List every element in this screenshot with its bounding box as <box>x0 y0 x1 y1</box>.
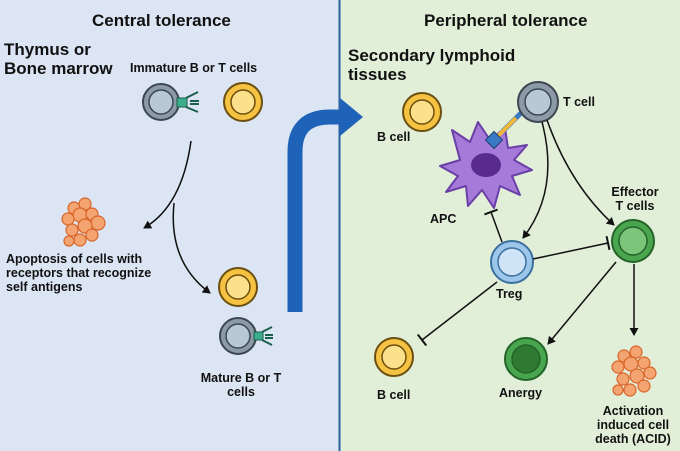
acid-line3: death (ACID) <box>595 432 671 446</box>
arrow-effector-to-anergy <box>547 261 617 345</box>
treg-label: Treg <box>496 287 523 301</box>
arrow-tcell-to-effector <box>546 119 615 226</box>
peripheral-b-cell-top <box>402 92 442 132</box>
acid-line1: Activation <box>602 404 664 418</box>
immature-t-cell <box>142 83 199 121</box>
tissue-line1: Secondary lymphoid <box>348 46 516 65</box>
inhibit-treg-bcell <box>416 281 498 347</box>
central-site-line1: Thymus or <box>4 40 91 59</box>
effector-line2: T cells <box>615 199 655 213</box>
tissue-line2: tissues <box>348 65 407 84</box>
central-panel <box>0 0 339 451</box>
mature-b-cell <box>218 267 258 307</box>
apoptosis-line2: receptors that recognize <box>6 266 152 280</box>
tcr-receptor <box>176 91 199 113</box>
anergic-cell <box>504 337 548 381</box>
b-cell-top-label: B cell <box>377 130 411 144</box>
immature-b-cell <box>223 82 263 122</box>
inhibit-treg-effector <box>532 235 611 260</box>
arrow-tcell-to-treg <box>522 121 549 239</box>
acid-label: Activation induced cell death (ACID) <box>590 404 676 446</box>
tissue-label: Secondary lymphoid tissues <box>348 46 515 84</box>
apoptosis-label: Apoptosis of cells with receptors that r… <box>6 252 151 294</box>
central-site-line2: Bone marrow <box>4 59 113 78</box>
apc-label: APC <box>430 212 457 226</box>
t-cell-label: T cell <box>563 95 595 109</box>
mature-label: Mature B or T cells <box>196 371 286 399</box>
central-site-label: Thymus or Bone marrow <box>4 40 113 78</box>
peripheral-title: Peripheral tolerance <box>424 11 588 30</box>
effector-label: Effector T cells <box>603 185 667 213</box>
apoptosis-line3: self antigens <box>6 280 83 294</box>
anergy-label: Anergy <box>499 386 543 400</box>
mature-t-cell <box>219 317 273 355</box>
peripheral-b-cell-bottom <box>374 337 414 377</box>
apoptotic-cells-central <box>61 197 106 247</box>
apoptosis-line1: Apoptosis of cells with <box>6 252 143 266</box>
peripheral-t-cell <box>517 81 559 123</box>
tcr-mhc-contact <box>484 111 523 150</box>
transfer-arrow <box>287 98 363 312</box>
arrow-to-apoptosis <box>143 140 192 229</box>
arrow-to-mature <box>172 202 211 294</box>
apoptotic-cells-acid <box>611 345 657 397</box>
effector-line1: Effector <box>611 185 659 199</box>
mature-line2: cells <box>227 385 255 399</box>
effector-t-cell <box>611 219 655 263</box>
acid-line2: induced cell <box>596 418 670 432</box>
central-title: Central tolerance <box>92 11 231 30</box>
treg-cell <box>490 240 534 284</box>
immature-label: Immature B or T cells <box>130 61 258 75</box>
mature-line1: Mature B or T <box>200 371 282 385</box>
inhibit-treg-apc <box>484 208 503 243</box>
b-cell-bottom-label: B cell <box>377 388 411 402</box>
